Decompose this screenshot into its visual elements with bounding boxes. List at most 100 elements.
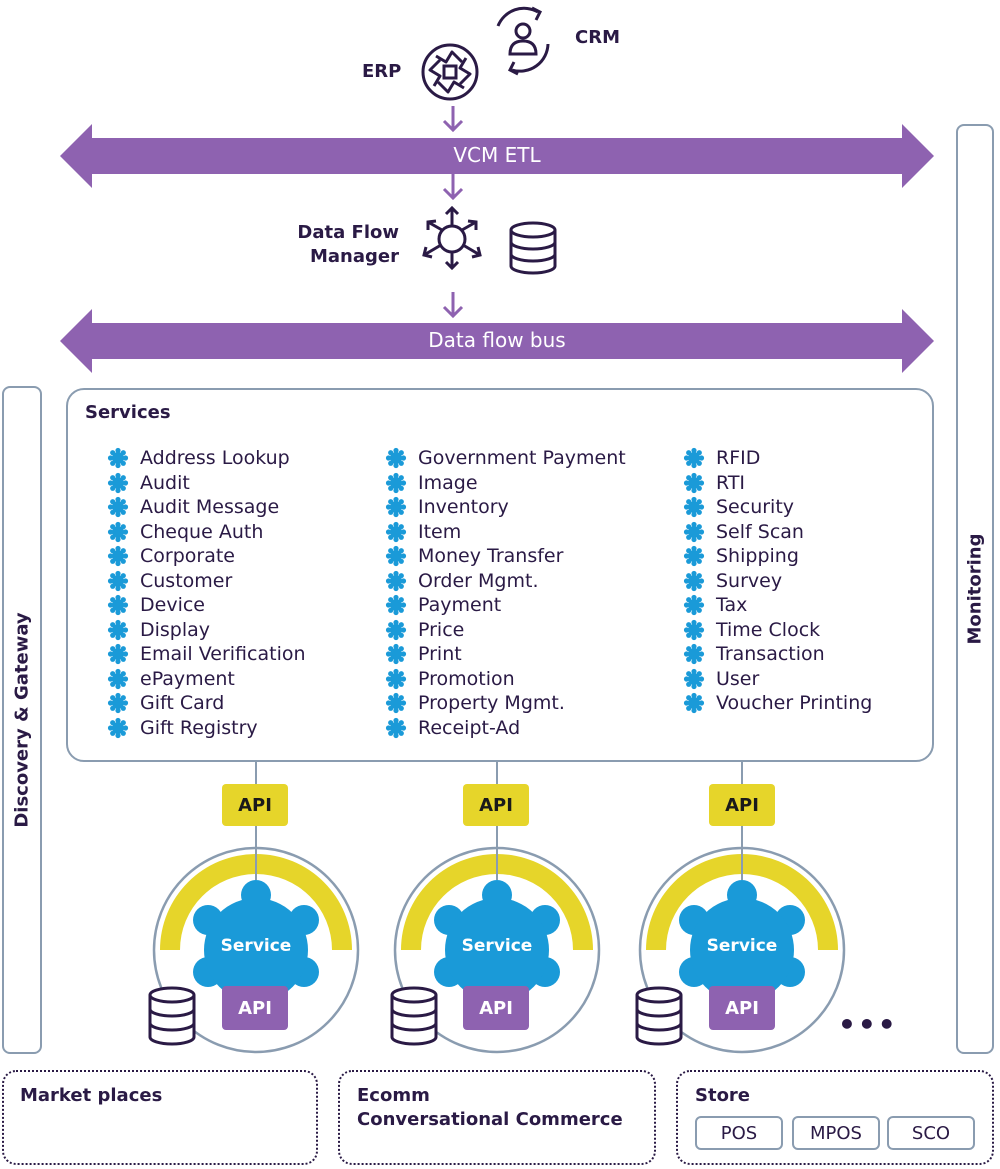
service-item: Order Mgmt. [385,569,626,594]
service-item: Address Lookup [107,446,306,471]
service-item: Item [385,520,626,545]
service-item-label: Government Payment [418,447,626,470]
service-item: Email Verification [107,642,306,667]
more-ellipsis: ••• [838,1008,898,1041]
service-item: Transaction [683,642,872,667]
service-item-label: Cheque Auth [140,520,264,543]
service-item-label: Security [716,496,795,519]
service-bullet-icon [683,594,716,616]
data-flow-bus-label: Data flow bus [428,328,566,352]
service-item-label: Image [418,471,478,494]
service-item-label: Email Verification [140,643,306,666]
service-item: Display [107,618,306,643]
crm-icon [496,6,550,76]
discovery-gateway-panel [2,386,42,1054]
service-item: Money Transfer [385,544,626,569]
crm-label: CRM [575,27,620,48]
service-item-label: Order Mgmt. [418,569,539,592]
vcm-etl-label: VCM ETL [453,143,541,167]
database-icon [509,221,557,275]
down-arrow-icon [442,106,464,133]
service-item-label: Gift Card [140,692,225,715]
vcm-etl-bar [60,124,934,188]
service-item-label: Payment [418,594,502,617]
api-gateway-tag: API [709,784,775,826]
service-bullet-icon [385,545,418,567]
data-flow-manager-icon [422,205,482,271]
service-bullet-icon [107,521,140,543]
service-node-label: Service [220,936,292,956]
service-item-label: Price [418,618,465,641]
service-item-label: User [716,667,760,690]
monitoring-panel [956,124,994,1054]
service-item-label: RTI [716,471,746,494]
service-bullet-icon [385,643,418,665]
service-item-label: ePayment [140,667,235,690]
service-bullet-icon [107,472,140,494]
service-bullet-icon [107,594,140,616]
service-item-label: Address Lookup [140,447,290,470]
service-item-label: Survey [716,569,783,592]
service-bullet-icon [107,717,140,739]
store-box [676,1070,994,1165]
service-item: RTI [683,471,872,496]
service-bullet-icon [107,692,140,714]
service-item-label: RFID [716,447,761,470]
service-item: Government Payment [385,446,626,471]
service-item: Payment [385,593,626,618]
service-item-label: Audit [140,471,190,494]
service-item: Customer [107,569,306,594]
service-item-label: Customer [140,569,233,592]
service-api-tag: API [463,986,529,1030]
service-bullet-icon [107,643,140,665]
service-item-label: Item [418,520,462,543]
service-item: Time Clock [683,618,872,643]
service-item: Receipt-Ad [385,716,626,741]
service-item: Audit Message [107,495,306,520]
service-item-label: Money Transfer [418,545,564,568]
service-item-label: Property Mgmt. [418,692,565,715]
service-item: Inventory [385,495,626,520]
service-node-label: Service [461,936,533,956]
service-bullet-icon [683,496,716,518]
service-api-tag: API [709,986,775,1030]
service-item-label: Receipt-Ad [418,716,521,739]
service-item-label: Shipping [716,545,799,568]
down-arrow-icon [442,292,464,319]
service-item-label: Self Scan [716,520,804,543]
service-api-tag: API [222,986,288,1030]
service-bullet-icon [107,447,140,469]
service-item-label: Device [140,594,205,617]
service-bullet-icon [385,668,418,690]
service-bullet-icon [107,619,140,641]
erp-icon [421,43,479,101]
service-item-label: Tax [716,594,748,617]
services-panel [66,388,934,762]
service-bullet-icon [385,472,418,494]
service-bullet-icon [683,668,716,690]
service-item: Shipping [683,544,872,569]
service-bullet-icon [683,521,716,543]
ecomm-box [338,1070,656,1165]
service-item: Corporate [107,544,306,569]
service-item-label: Print [418,643,462,666]
service-item-label: Transaction [716,643,825,666]
service-bullet-icon [107,496,140,518]
service-bullet-icon [683,643,716,665]
service-bullet-icon [683,545,716,567]
service-item: Cheque Auth [107,520,306,545]
services-title: Services [85,402,171,423]
service-item: Gift Card [107,691,306,716]
service-item-label: Gift Registry [140,716,258,739]
service-item-label: Audit Message [140,496,280,519]
service-item: Device [107,593,306,618]
data-flow-manager-label: Data Flow Manager [297,222,399,267]
store-item-sco: SCO [887,1116,975,1150]
service-item: Tax [683,593,872,618]
store-label: Store [695,1085,751,1106]
service-bullet-icon [385,447,418,469]
